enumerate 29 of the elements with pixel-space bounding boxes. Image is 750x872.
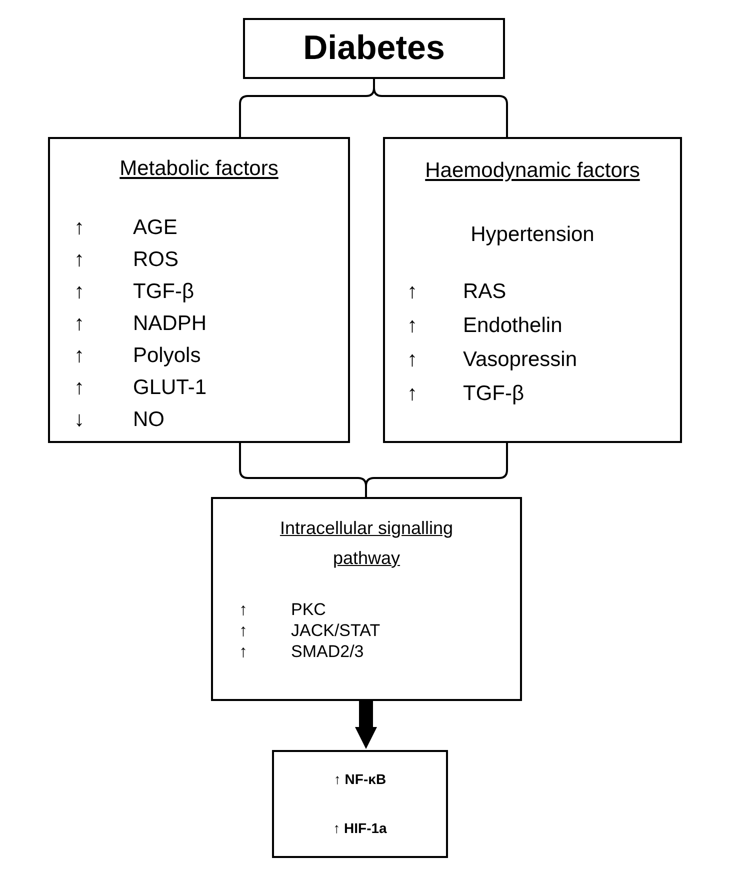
list-item: ↑ ROS [74,247,180,273]
process-box [211,497,522,701]
process-box [243,18,505,79]
list-item: ↑ Polyols [74,343,202,369]
list-item: ↑ TGF-β [407,381,526,407]
arrow [355,701,377,749]
list-item: ↑ NADPH [74,311,207,337]
list-item: ↑ GLUT-1 [74,375,207,401]
list-item: ↑ NF-κB [334,770,386,789]
list-item: ↑ Endothelin [407,313,564,339]
list-item: ↑ RAS [407,279,508,305]
process-box [272,750,448,858]
box-heading: Metabolic factors [118,156,280,182]
brace-connector [373,79,508,137]
list-item: ↓ NO [74,407,166,433]
box-heading: Haemodynamic factors [424,158,641,184]
list-item: ↑ TGF-β [74,279,196,305]
list-item: ↑ Vasopressin [407,347,578,373]
list-item: ↑ AGE [74,215,178,241]
list-item: ↑ JACK/STAT [239,620,380,641]
process-box [48,137,350,443]
list-item: ↑ PKC [239,599,327,620]
brace-connector [365,443,508,497]
process-box [383,137,682,443]
subheading: Hypertension [470,222,596,248]
node-title: Diabetes [303,28,445,69]
list-item: ↑ SMAD2/3 [239,641,365,662]
list-item: ↑ HIF-1a [333,819,387,838]
box-heading: Intracellular signalling pathway [278,517,454,570]
